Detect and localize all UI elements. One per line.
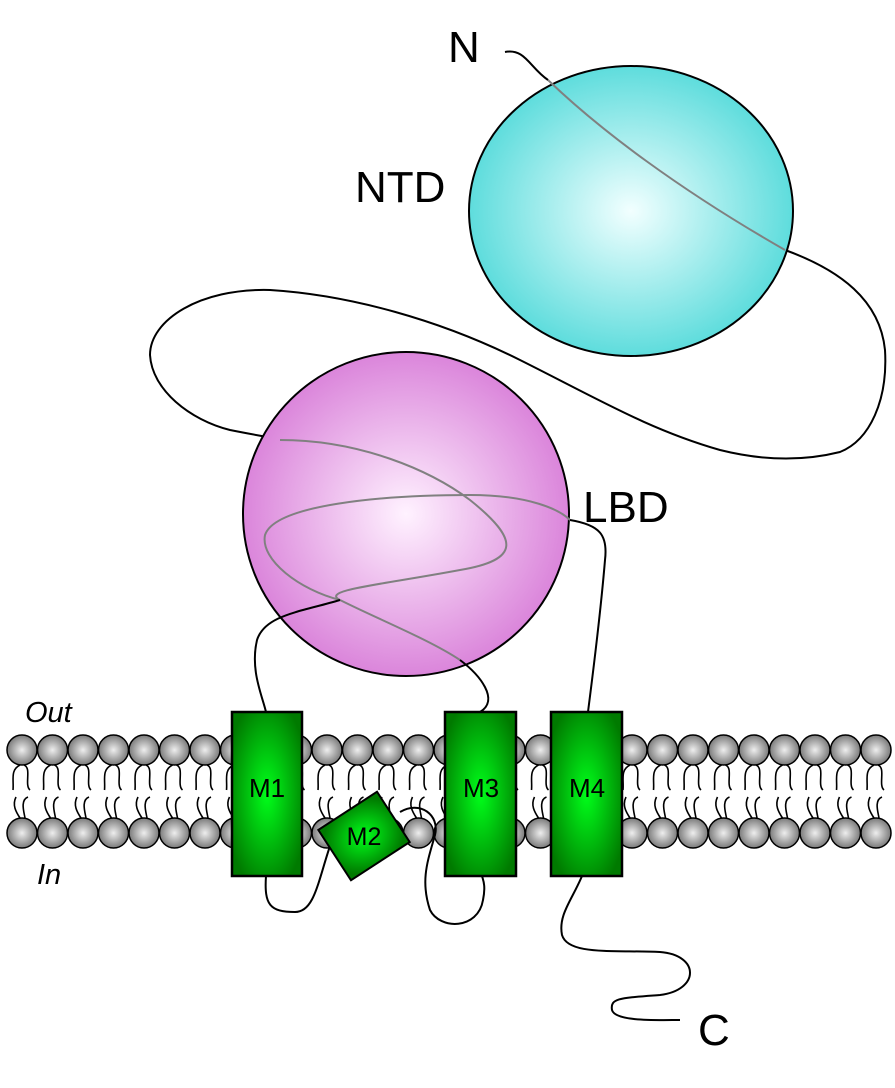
lipid-head — [128, 734, 160, 766]
helix-m4: M4 — [549, 710, 624, 878]
m4-label: M4 — [569, 773, 605, 803]
lipid-head — [402, 734, 435, 766]
chain-through-lbd — [263, 439, 571, 661]
lipid-tail — [744, 764, 763, 819]
m1-label: M1 — [249, 773, 285, 803]
lipid-tail — [317, 764, 336, 819]
chain-m2-m3 — [399, 806, 486, 925]
lipid-tail — [42, 764, 62, 819]
lipid-head — [311, 734, 343, 766]
lbd-label: LBD — [583, 483, 669, 532]
lipid-head — [646, 817, 679, 849]
lipid-head — [97, 817, 130, 849]
lipid-tail — [713, 764, 733, 819]
chain-m1-m2 — [264, 839, 333, 914]
lipid-head — [6, 817, 38, 849]
lipid-head — [36, 734, 69, 766]
lipid-head — [158, 817, 191, 849]
lipid-tail — [866, 764, 885, 819]
lipid-head — [128, 817, 160, 849]
lipid-tail — [12, 764, 31, 819]
lipid-tail — [164, 764, 184, 819]
outside-label: Out — [25, 697, 74, 729]
lipid-head — [860, 817, 892, 849]
lipid-head — [677, 817, 709, 849]
lipid-head — [67, 817, 99, 849]
helix-m2: M2 — [316, 790, 412, 882]
lipid-head — [189, 734, 221, 766]
lipid-tail — [774, 764, 794, 819]
lipid-tail — [652, 764, 672, 819]
ntd-label: NTD — [355, 163, 445, 212]
lipid-head — [36, 817, 69, 849]
polypeptide-chain — [148, 50, 887, 460]
lipid-tail — [622, 764, 641, 819]
lipid-tail — [683, 764, 702, 819]
lipid-head — [707, 817, 740, 849]
lipid-head — [67, 734, 99, 766]
chain-c-terminal — [560, 875, 691, 1022]
ntd-domain — [468, 65, 794, 357]
lipid-tail — [134, 764, 153, 819]
lipid-head — [829, 734, 862, 766]
lipid-head — [738, 734, 770, 766]
m3-label: M3 — [463, 773, 499, 803]
lipid-head — [341, 734, 374, 766]
lipid-head — [768, 734, 801, 766]
lipid-head — [799, 734, 831, 766]
lipid-tail — [408, 764, 428, 819]
lipid-head — [829, 817, 862, 849]
lipid-head — [189, 817, 221, 849]
lipid-head — [768, 817, 801, 849]
lipid-tail — [378, 764, 397, 819]
lipid-head — [860, 734, 892, 766]
inside-label: In — [37, 859, 61, 891]
chain-lbd-m3 — [459, 659, 490, 713]
lipid-tail — [195, 764, 214, 819]
lipid-head — [158, 734, 191, 766]
lipid-head — [707, 734, 740, 766]
n-terminus-label: N — [448, 23, 480, 72]
lipid-tail — [835, 764, 855, 819]
lipid-head — [677, 734, 709, 766]
m2-label: M2 — [347, 823, 382, 851]
lipid-head — [738, 817, 770, 849]
chain-through-ntd — [547, 79, 786, 251]
lipid-head — [646, 734, 679, 766]
lipid-head — [799, 817, 831, 849]
lipid-head — [6, 734, 38, 766]
lipid-tail — [103, 764, 123, 819]
lipid-tail — [347, 764, 367, 819]
lipid-head — [97, 734, 130, 766]
helix-m3: M3 — [443, 710, 518, 878]
lipid-tail — [530, 764, 550, 819]
c-terminus-label: C — [698, 1006, 730, 1055]
lipid-tail — [73, 764, 92, 819]
lipid-tail — [805, 764, 824, 819]
chain-lbd-m1 — [253, 599, 341, 713]
lipid-head — [372, 734, 404, 766]
helix-m1: M1 — [230, 710, 304, 878]
chain-lbd-m4 — [569, 519, 607, 713]
